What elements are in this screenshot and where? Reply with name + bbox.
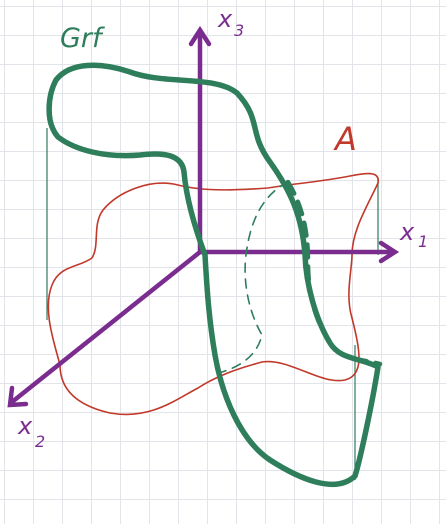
axis-x3-label: x — [217, 5, 233, 33]
axis-x2-subscript: 2 — [35, 432, 45, 451]
graph-surface-outline — [46, 62, 381, 487]
region-a-outline — [47, 172, 379, 416]
axis-x1-subscript: 1 — [418, 232, 428, 251]
region-label: A — [333, 120, 357, 158]
axis-x1-label: x — [399, 218, 415, 246]
axis-x2-arrowhead — [7, 385, 29, 408]
axis-x3-arrowhead — [188, 25, 212, 47]
axis-x2 — [9, 249, 203, 405]
vertical-guide-lines — [46, 128, 379, 480]
axis-x3-subscript: 3 — [234, 21, 244, 40]
axis-x2-label: x — [17, 412, 33, 440]
graph-label: Grf — [60, 23, 105, 54]
hidden-edge-front — [285, 179, 383, 367]
axes — [7, 25, 400, 408]
axis-x1-arrowhead — [378, 240, 400, 264]
hidden-edge-back — [221, 181, 289, 373]
hidden-edges — [221, 179, 383, 373]
